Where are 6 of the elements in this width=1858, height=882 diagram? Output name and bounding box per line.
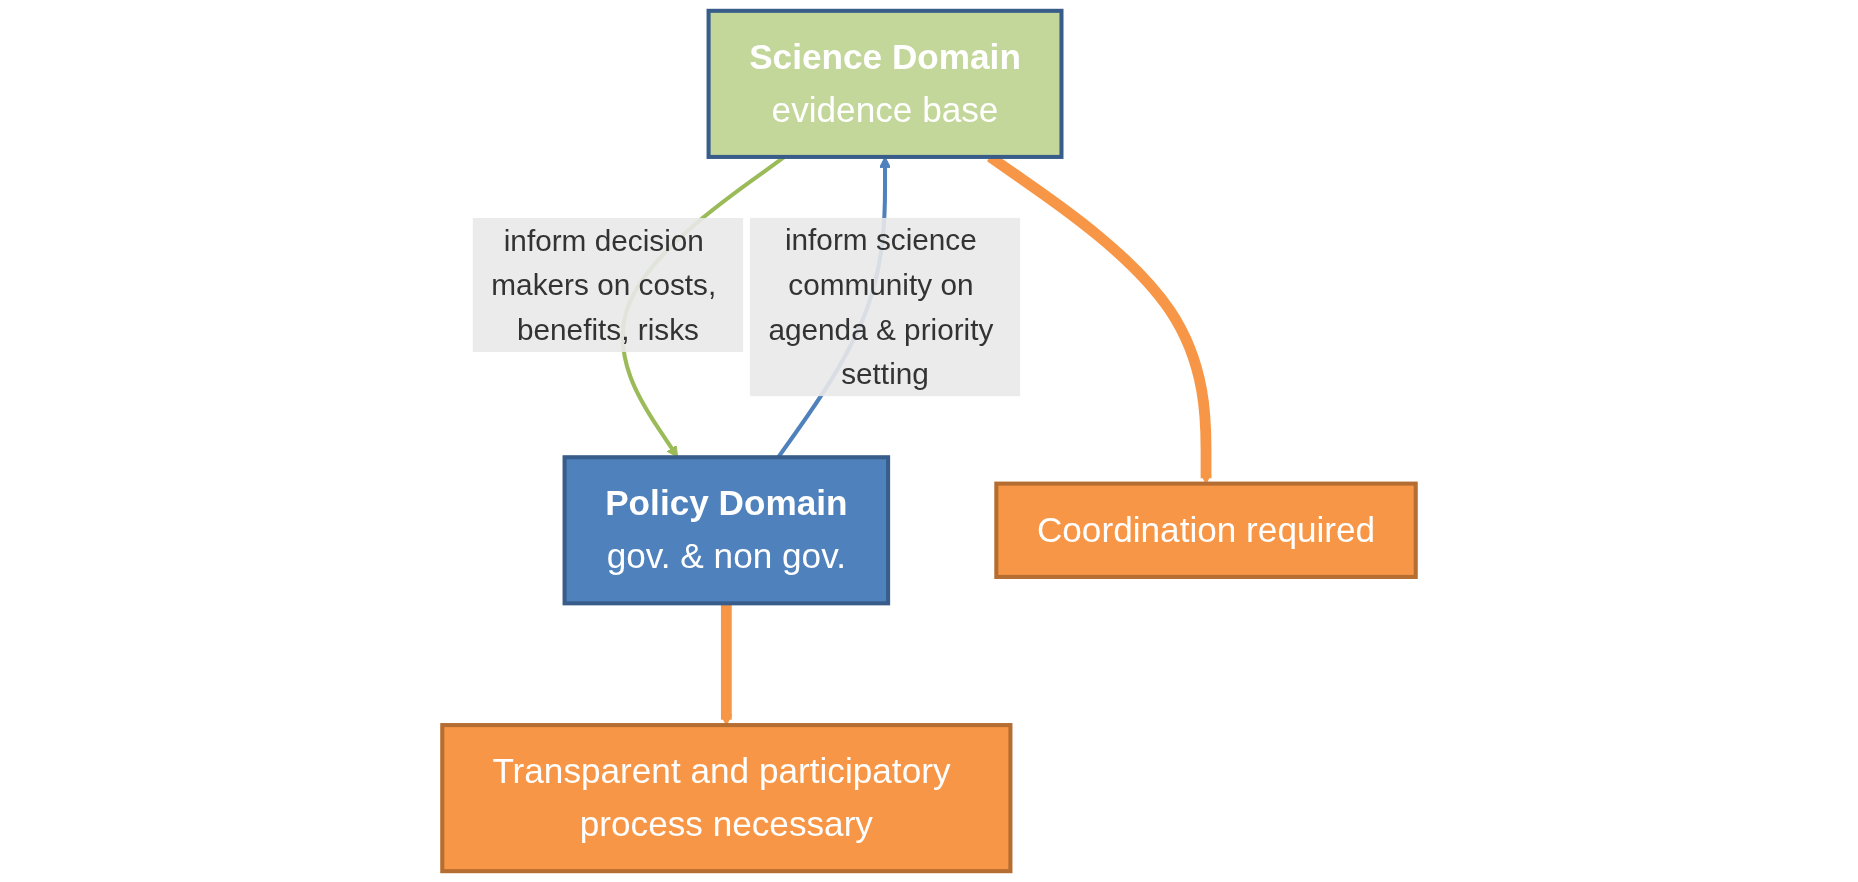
node-box: Transparent and participatory process necessary xyxy=(440,723,1013,874)
edge-label: inform science community on agenda & priority setting xyxy=(768,223,994,391)
node-box: Policy Domain gov. & non gov. xyxy=(562,455,891,606)
node-box: Coordination required xyxy=(994,481,1418,579)
edge-label: inform decision makers on costs, benefits, risks xyxy=(491,223,717,347)
node-box: Science Domain evidence base xyxy=(706,8,1064,159)
